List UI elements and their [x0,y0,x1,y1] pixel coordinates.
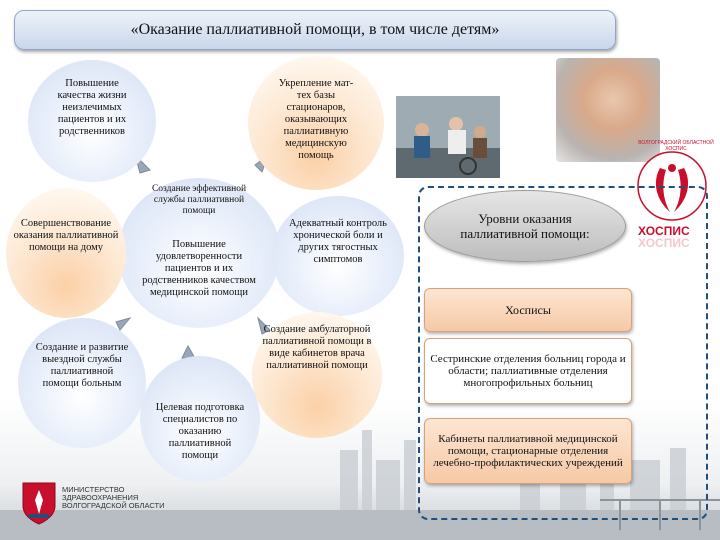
circle-pain-control-text: Адекватный контроль хронической боли и д… [289,218,387,265]
slide-title: «Оказание паллиативной помощи, в том чис… [14,10,616,50]
circle-outpatient-text: Создание амбулаторной паллиативной помощ… [262,324,372,371]
ward-photo [396,96,500,178]
circle-quality-text: Повышение качества жизни неизлечимых пац… [57,78,127,137]
level-hospices-text: Хосписы [505,303,551,317]
ministry-line1: МИНИСТЕРСТВО [62,485,125,494]
circle-pain-control: Адекватный контроль хронической боли и д… [272,196,404,316]
level-nursing: Сестринские отделения больниц города и о… [424,338,632,404]
ministry-emblem [20,480,58,526]
circle-outreach-text: Создание и развитие выездной службы палл… [35,342,129,389]
hospice-word-reflection: ХОСПИС [638,236,690,250]
circle-center: Создание эффективной службы паллиативной… [118,178,280,328]
level-nursing-text: Сестринские отделения больниц города и о… [430,353,626,389]
circle-outreach: Создание и развитие выездной службы палл… [18,318,146,448]
arrow-outreach-to-center [115,317,132,331]
coat-of-arms-icon [22,482,56,525]
circle-home-care: Совершенствование оказания паллиативной … [6,188,126,318]
slide-title-text: «Оказание паллиативной помощи, в том чис… [130,21,500,38]
ministry-line3: ВОЛГОГРАДСКОЙ ОБЛАСТИ [62,501,165,510]
arrow-center-to-outpatient [257,316,271,335]
circle-training: Целевая подготовка специалистов по оказа… [140,356,260,482]
circle-strengthening-text: Укрепление мат-тех базы стационаров, ока… [278,78,354,161]
levels-heading-oval: Уровни оказания паллиативной помощи: [424,190,626,262]
hospice-word: ХОСПИС [638,224,690,238]
hospice-arc-text: ВОЛГОГРАДСКИЙ ОБЛАСТНОЙ ХОСПИС [638,140,714,152]
circle-quality-of-life: Повышение качества жизни неизлечимых пац… [28,60,156,182]
levels-heading: Уровни оказания паллиативной помощи: [460,211,590,241]
level-offices-text: Кабинеты паллиативной медицинской помощи… [433,433,623,469]
circle-center-heading: Создание эффективной службы паллиативной… [151,184,247,216]
levels-panel [418,186,708,520]
circle-training-text: Целевая подготовка специалистов по оказа… [155,402,245,461]
ministry-caption: МИНИСТЕРСТВО ЗДРАВООХРАНЕНИЯ ВОЛГОГРАДСК… [62,486,164,510]
level-offices: Кабинеты паллиативной медицинской помощи… [424,418,632,484]
ward-scene-illustration [396,96,500,178]
circle-home-care-text: Совершенствование оказания паллиативной … [13,218,119,253]
circle-strengthening: Укрепление мат-тех базы стационаров, ока… [248,56,384,190]
circle-center-body: Повышение удовлетворенности пациентов и … [142,239,256,298]
level-hospices: Хосписы [424,288,632,332]
hospice-logo: ВОЛГОГРАДСКИЙ ОБЛАСТНОЙ ХОСПИС ХОСПИС ХО… [636,138,720,258]
hands-photo [556,58,660,162]
ministry-line2: ЗДРАВООХРАНЕНИЯ [62,493,139,502]
circle-outpatient: Создание амбулаторной паллиативной помощ… [252,312,382,438]
